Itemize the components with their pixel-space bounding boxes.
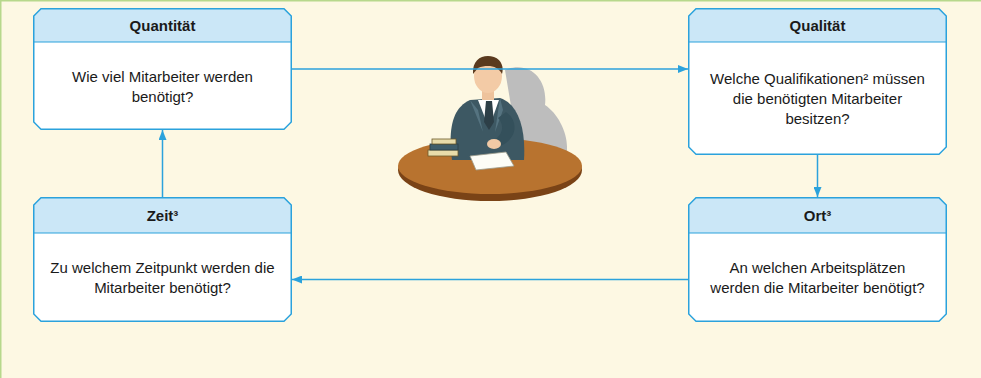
process-box: Ort³An welchen Arbeitsplätzen werden die… [688,197,947,322]
tie [484,101,494,130]
header-divider [688,232,947,233]
paper-sheet [470,152,514,170]
box-question: Zu welchem Zeitpunkt werden die Mitarbei… [33,234,292,322]
book [430,144,458,150]
box-body-fill [33,8,292,130]
box-body-fill [688,197,947,322]
box-border [34,198,292,322]
lapel [495,98,503,132]
header-divider [688,41,947,42]
manager-illustration [398,56,582,201]
box-body-fill [33,197,292,322]
flow-arrow [292,68,688,70]
box-header-fill [33,197,292,233]
process-box: Zeit³Zu welchem Zeitpunkt werden die Mit… [33,197,292,322]
box-question: Welche Qualifikationen² müssen die benöt… [688,43,947,155]
box-border [689,9,947,155]
hair [473,56,503,74]
flow-arrow [817,155,819,197]
box-heading: Quantität [33,8,292,42]
box-body-fill [688,8,947,155]
box-heading: Zeit³ [33,197,292,233]
box-heading: Qualität [688,8,947,42]
frame-line [0,0,2,378]
header-divider [33,232,292,233]
box-header-fill [33,8,292,42]
box-border [34,9,292,130]
box-heading: Ort³ [688,197,947,233]
book [428,150,458,156]
header-divider [33,41,292,42]
flow-arrow [162,130,164,197]
box-header-fill [688,8,947,42]
box-question: Wie viel Mitarbeiter werden benötigt? [33,43,292,130]
process-box: QuantitätWie viel Mitarbeiter werden ben… [33,8,292,130]
suit-body [451,98,525,160]
hand [487,139,501,149]
table-top [398,138,582,194]
lapel [470,100,483,132]
book [432,139,456,144]
box-border [689,198,947,322]
process-box: QualitätWelche Qualifikationen² müssen d… [688,8,947,155]
box-header-fill [688,197,947,233]
frame-line [0,0,981,2]
box-question: An welchen Arbeitsplätzen werden die Mit… [688,234,947,322]
flow-arrow [292,279,688,281]
